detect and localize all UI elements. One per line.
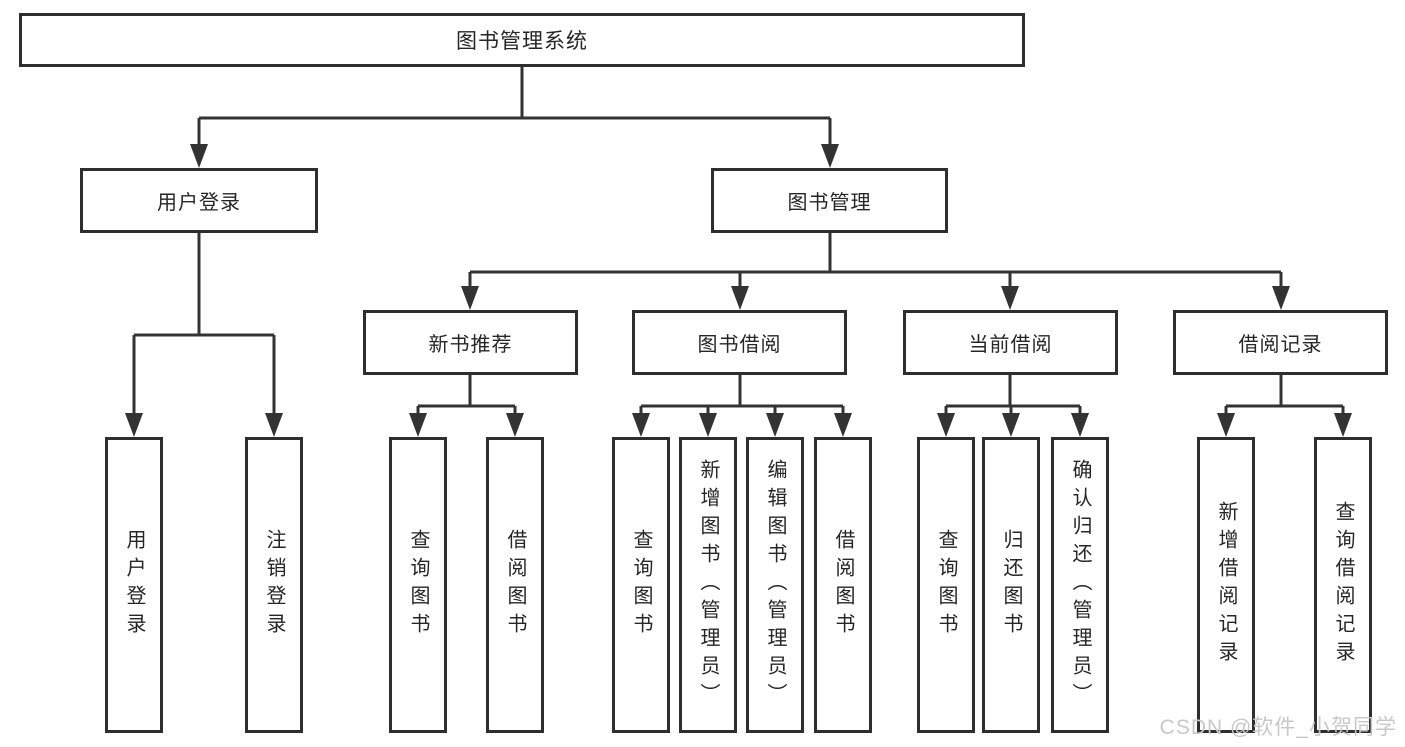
leaf-logout: 注销登录 xyxy=(245,437,303,733)
arrowhead xyxy=(937,413,955,437)
arrowhead xyxy=(632,413,650,437)
arrowhead xyxy=(821,144,839,168)
node-book-borrow: 图书借阅 xyxy=(632,310,847,375)
flow-line xyxy=(468,233,1283,294)
leaf-borrow-query-books-label: 查询图书 xyxy=(630,529,652,641)
node-user-login-label: 用户登录 xyxy=(157,192,241,214)
leaf-return-books-label: 归还图书 xyxy=(1000,529,1022,641)
leaf-current-query-books: 查询图书 xyxy=(917,437,975,733)
arrowhead xyxy=(1002,413,1020,437)
leaf-return-books: 归还图书 xyxy=(982,437,1040,733)
arrowhead xyxy=(1272,286,1290,310)
leaf-recommend-query-books: 查询图书 xyxy=(389,437,447,733)
arrowhead xyxy=(766,413,784,437)
leaf-add-books-admin: 新增图书（管理员） xyxy=(679,437,737,733)
node-borrow-records: 借阅记录 xyxy=(1173,310,1388,375)
arrowhead xyxy=(834,413,852,437)
leaf-edit-books-admin-label: 编辑图书（管理员） xyxy=(764,459,786,711)
node-root-label: 图书管理系统 xyxy=(456,30,588,53)
node-new-book-recommend-label: 新书推荐 xyxy=(428,334,513,356)
leaf-add-borrow-record-label: 新增借阅记录 xyxy=(1215,501,1237,669)
leaf-current-query-books-label: 查询图书 xyxy=(935,529,957,641)
flow-line xyxy=(132,233,276,419)
leaf-borrow-books: 借阅图书 xyxy=(814,437,872,733)
leaf-edit-books-admin: 编辑图书（管理员） xyxy=(746,437,804,733)
watermark: CSDN @软件_小贺同学 xyxy=(1159,716,1397,739)
flow-line xyxy=(639,375,845,421)
leaf-user-login-label: 用户登录 xyxy=(123,529,145,641)
leaf-borrow-query-books: 查询图书 xyxy=(612,437,670,733)
flow-line xyxy=(197,67,832,150)
node-borrow-records-label: 借阅记录 xyxy=(1238,334,1323,356)
leaf-query-borrow-record: 查询借阅记录 xyxy=(1314,437,1372,733)
leaf-recommend-borrow-books-label: 借阅图书 xyxy=(504,529,526,641)
leaf-logout-label: 注销登录 xyxy=(263,529,285,641)
leaf-recommend-query-books-label: 查询图书 xyxy=(407,529,429,641)
arrowhead xyxy=(125,413,143,437)
arrowhead xyxy=(1217,413,1235,437)
arrowhead xyxy=(506,413,524,437)
node-user-login: 用户登录 xyxy=(80,168,318,233)
arrowhead xyxy=(409,413,427,437)
flow-line xyxy=(416,375,517,421)
arrowhead xyxy=(265,413,283,437)
node-book-borrow-label: 图书借阅 xyxy=(697,334,782,356)
arrowhead xyxy=(461,286,479,310)
node-current-borrow-label: 当前借阅 xyxy=(968,334,1053,356)
arrowhead xyxy=(699,413,717,437)
node-book-management: 图书管理 xyxy=(711,168,948,233)
leaf-confirm-return-admin-label: 确认归还（管理员） xyxy=(1069,459,1091,711)
node-book-management-label: 图书管理 xyxy=(787,192,872,214)
leaf-user-login: 用户登录 xyxy=(105,437,163,733)
flow-line xyxy=(1224,375,1345,421)
leaf-add-books-admin-label: 新增图书（管理员） xyxy=(697,459,719,711)
arrowhead xyxy=(1001,286,1019,310)
leaf-recommend-borrow-books: 借阅图书 xyxy=(486,437,544,733)
leaf-add-borrow-record: 新增借阅记录 xyxy=(1197,437,1255,733)
leaf-borrow-books-label: 借阅图书 xyxy=(832,529,854,641)
arrowhead xyxy=(1334,413,1352,437)
arrowhead xyxy=(190,144,208,168)
node-root: 图书管理系统 xyxy=(19,13,1025,67)
node-new-book-recommend: 新书推荐 xyxy=(363,310,578,375)
node-current-borrow: 当前借阅 xyxy=(903,310,1118,375)
leaf-query-borrow-record-label: 查询借阅记录 xyxy=(1332,501,1354,669)
arrowhead xyxy=(1071,413,1089,437)
leaf-confirm-return-admin: 确认归还（管理员） xyxy=(1051,437,1109,733)
arrowhead xyxy=(731,286,749,310)
